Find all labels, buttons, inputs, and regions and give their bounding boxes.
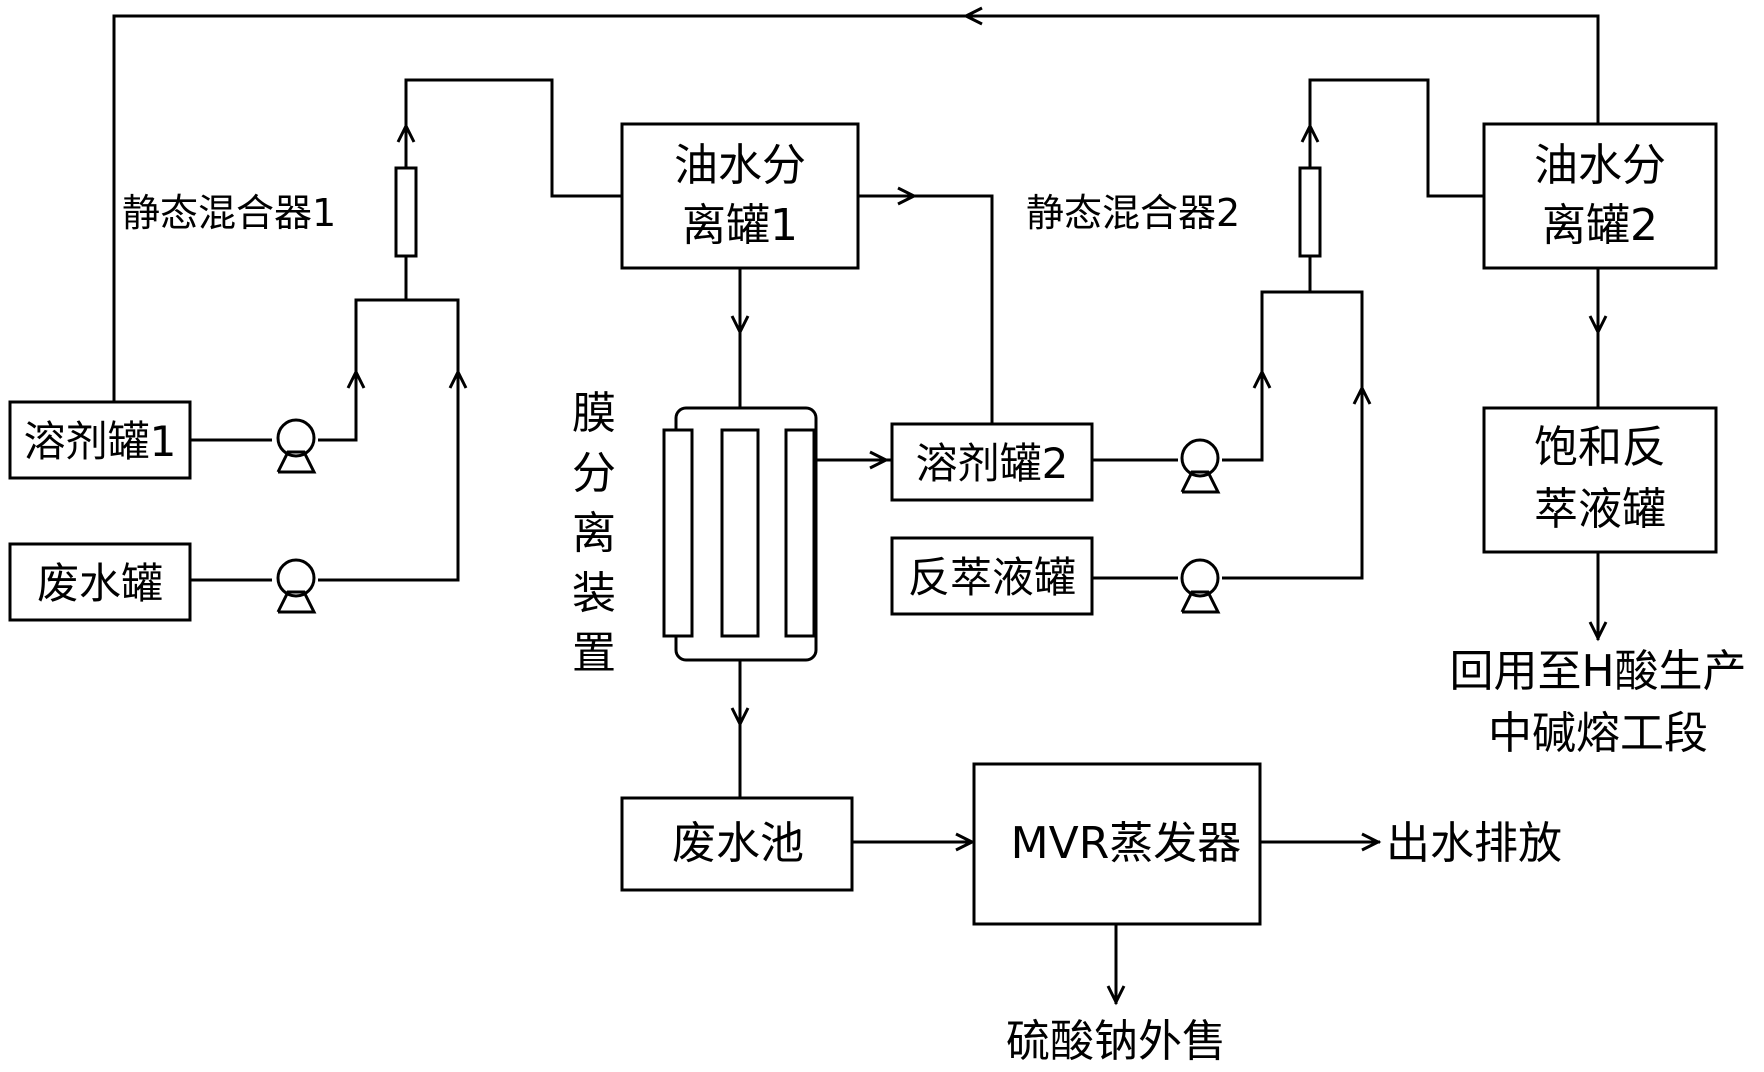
saturated-tank-label-line2: 萃液罐 — [1534, 484, 1666, 535]
recycle-line — [112, 14, 1600, 402]
solvent1-pump-out-line — [318, 298, 460, 582]
arrow-wastewater-up — [448, 368, 468, 389]
sodium-sulfate-label: 硫酸钠外售 — [1006, 1016, 1226, 1067]
wastewater-pool-box — [620, 796, 854, 892]
arrow-mixer1-up — [396, 122, 416, 143]
arrow-recycle — [962, 6, 983, 26]
pump-solvent1 — [276, 418, 317, 474]
static-mixer-2-label: 静态混合器2 — [1026, 191, 1240, 235]
pump-wastewater — [276, 558, 317, 614]
saturated-tank-label-line1: 饱和反 — [1534, 422, 1666, 473]
recycle-note-line2: 中碱熔工段 — [1488, 708, 1708, 759]
oil-water-tank-1-label-line2: 离罐1 — [682, 200, 798, 251]
arrow-membrane-down — [730, 707, 750, 728]
membrane-label-char-4: 装 — [572, 568, 616, 619]
wastewater-pool-label: 废水池 — [672, 818, 804, 869]
arrow-mixer2-up — [1300, 122, 1320, 143]
oil-water-tank-2-label-line2: 离罐2 — [1542, 200, 1658, 251]
membrane-label-char-5: 置 — [572, 628, 616, 679]
arrow-back-extraction-up — [1352, 384, 1372, 405]
arrow-effluent — [1361, 832, 1382, 852]
tank1-oil-line — [858, 194, 994, 424]
solvent-tank-2-box — [890, 422, 1094, 502]
oil-water-tank-2-label-line1: 油水分 — [1534, 140, 1666, 191]
solvent2-pump-out-line — [1222, 290, 1364, 580]
mvr-evaporator-box — [972, 762, 1262, 926]
arrowheads — [346, 6, 1608, 1006]
membrane-separation-device — [662, 406, 818, 662]
membrane-device-label: 膜 分 离 装 置 — [572, 388, 616, 679]
effluent-discharge-label: 出水排放 — [1386, 818, 1562, 869]
pumps — [276, 418, 1221, 614]
arrow-solvent1-up — [346, 368, 366, 389]
solvent-tank-1-box — [8, 400, 192, 480]
back-extraction-tank-label: 反萃液罐 — [908, 553, 1076, 602]
membrane-label-char-1: 膜 — [572, 388, 616, 439]
arrow-salt-down — [1106, 985, 1126, 1006]
solvent-tank-2-label: 溶剂罐2 — [916, 439, 1069, 488]
arrow-membrane-right — [869, 450, 890, 470]
back-extraction-tank-box — [890, 536, 1094, 616]
arrow-pool-to-mvr — [955, 832, 976, 852]
recycle-note-line1: 回用至H酸生产 — [1449, 646, 1746, 697]
arrow-tank2-down — [1588, 315, 1608, 336]
arrow-saturated-down — [1588, 621, 1608, 642]
pump-solvent2 — [1180, 438, 1221, 494]
saturated-tank-box — [1482, 406, 1718, 554]
mvr-evaporator-label: MVR蒸发器 — [1011, 818, 1242, 869]
static-mixer-1-label: 静态混合器1 — [122, 191, 336, 235]
membrane-label-char-3: 离 — [572, 508, 616, 559]
membrane-label-char-2: 分 — [572, 448, 616, 499]
arrow-tank1-down — [730, 315, 750, 336]
wastewater-tank-label: 废水罐 — [37, 559, 163, 608]
pump-back-extraction — [1180, 558, 1221, 614]
wastewater-tank-box — [8, 542, 192, 622]
mixer1-out-line — [404, 78, 622, 198]
mixer2-out-line — [1308, 78, 1484, 198]
flow-lines — [112, 14, 1600, 1004]
arrow-solvent2-up — [1252, 368, 1272, 389]
static-mixer-1-shape — [394, 166, 418, 258]
arrow-tank1-oil-right — [897, 186, 918, 206]
static-mixer-2-shape — [1298, 166, 1322, 258]
solvent-tank-1-label: 溶剂罐1 — [24, 417, 177, 466]
oil-water-tank-2-box — [1482, 122, 1718, 270]
oil-water-tank-1-box — [620, 122, 860, 270]
oil-water-tank-1-label-line1: 油水分 — [674, 140, 806, 191]
